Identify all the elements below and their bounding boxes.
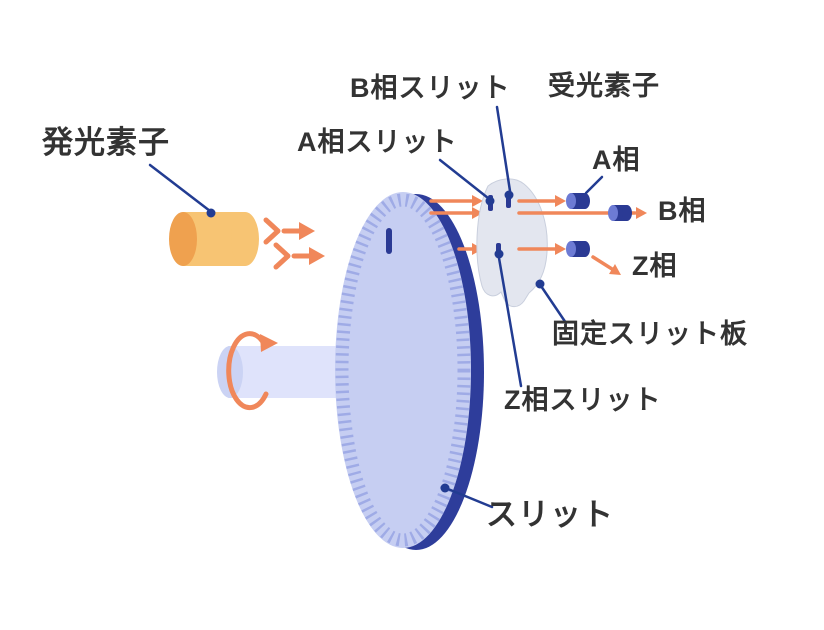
detector-a-phase xyxy=(566,193,590,209)
leader-line-z-phase-slit xyxy=(497,256,523,388)
rotation-arrowhead-icon xyxy=(260,334,278,352)
leader-line-fixed-slit-plate xyxy=(539,284,568,325)
beam-chevron-icon xyxy=(273,242,291,270)
label-b-phase: B相 xyxy=(658,196,707,226)
label-z-phase: Z相 xyxy=(632,251,678,281)
label-z-phase-slit: Z相スリット xyxy=(504,385,662,415)
beams-to-plate xyxy=(429,195,483,255)
leader-line-slit xyxy=(446,487,494,509)
beam-arrowhead-icon xyxy=(609,264,621,275)
detector-end xyxy=(622,205,632,221)
label-light-receiver: 受光素子 xyxy=(548,71,660,101)
leader-line-b-phase-slit xyxy=(495,105,512,193)
leader-lines xyxy=(148,105,604,509)
detector-cap xyxy=(566,193,576,209)
detector-end xyxy=(580,241,590,257)
leader-line-a-phase-slit xyxy=(438,158,490,200)
detector-end xyxy=(580,193,590,209)
detector-z-phase xyxy=(566,241,590,257)
detectors xyxy=(566,193,632,257)
leader-dot-a-phase-slit xyxy=(485,196,495,206)
plate-shape xyxy=(476,178,548,308)
beam-arrowhead-icon xyxy=(636,207,647,219)
leader-dot-light-emitter xyxy=(206,208,216,218)
leader-dot-fixed-slit-plate xyxy=(535,279,545,289)
label-b-phase-slit: B相スリット xyxy=(350,73,511,103)
disc-body xyxy=(335,192,471,548)
leader-dot-z-phase-slit xyxy=(494,249,504,259)
beam-arrowhead-icon xyxy=(309,247,325,265)
label-light-emitter: 発光素子 xyxy=(42,125,170,160)
label-slit: スリット xyxy=(486,497,614,532)
label-a-phase-slit: A相スリット xyxy=(297,127,458,157)
leader-line-light-emitter xyxy=(148,163,212,213)
leader-dot-slit xyxy=(440,483,450,493)
beam-arrowhead-icon xyxy=(472,195,483,207)
beam-chevron-icon xyxy=(263,217,281,245)
beam-arrowhead-icon xyxy=(299,222,315,240)
label-fixed-slit-plate: 固定スリット板 xyxy=(552,319,748,349)
code-disc xyxy=(335,192,484,550)
light-emitter xyxy=(169,212,259,266)
light-beam-arrows xyxy=(263,217,325,270)
label-a-phase: A相 xyxy=(592,145,641,175)
beam-arrow-shaft xyxy=(591,255,614,271)
rotation-arrow xyxy=(226,331,278,411)
detector-cap xyxy=(608,205,618,221)
beam-arrowhead-icon xyxy=(555,243,566,255)
leader-line-a-phase xyxy=(584,175,604,195)
beam-arrowhead-icon xyxy=(472,207,483,219)
leader-dot-b-phase-slit xyxy=(504,190,514,200)
beam-arrowhead-icon xyxy=(555,195,566,207)
disc-index-mark xyxy=(386,228,392,254)
disc-slit-ticks xyxy=(335,193,471,547)
rotation-arrow-arc xyxy=(226,331,269,411)
detector-cap xyxy=(566,241,576,257)
emitter-cap xyxy=(169,212,197,266)
emitter-front xyxy=(231,212,259,266)
detector-b-phase xyxy=(608,205,632,221)
